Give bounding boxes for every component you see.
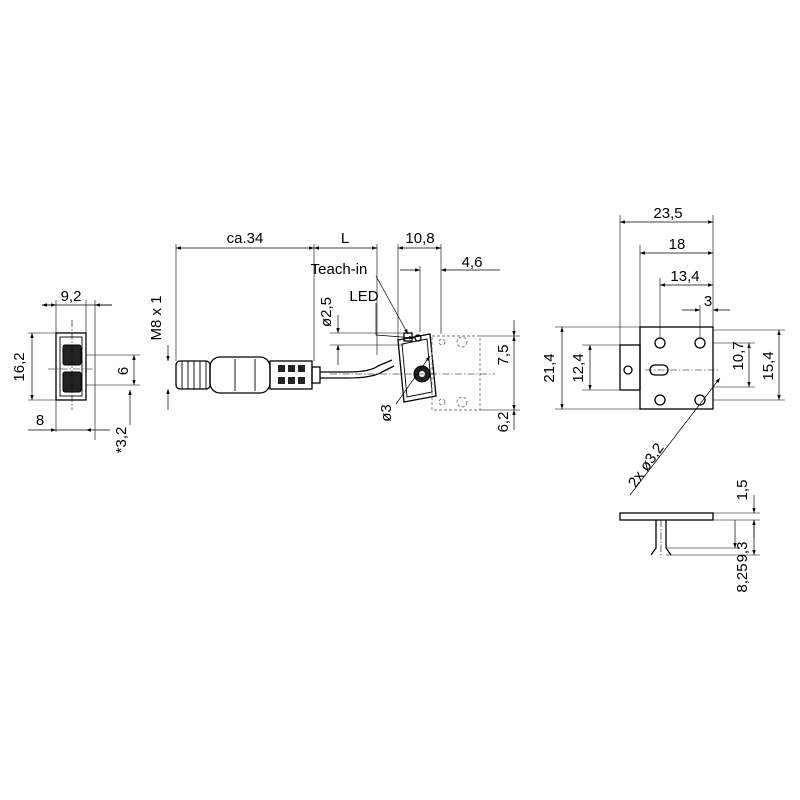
dim-thickness: 1,5 [734, 480, 751, 501]
cable [320, 359, 393, 373]
dim-side-height-upper: 7,5 [495, 345, 512, 366]
dim-bracket-width: 23,5 [653, 205, 682, 222]
led-indicator [414, 334, 422, 342]
dim-bracket-holes: 2x ø3,2 [625, 440, 668, 491]
bracket-plate [639, 326, 714, 410]
dim-pin-offset: 8,25 [734, 563, 751, 592]
dim-bracket-inner: 13,4 [670, 268, 699, 285]
dim-cable-length: ca.34 [227, 230, 264, 247]
dim-front-height: 16,2 [11, 352, 28, 381]
dim-bracket-mid: 12,4 [570, 353, 587, 382]
dim-side-height-lower: 6,2 [495, 412, 512, 433]
sensor-side-stub [619, 344, 641, 391]
dim-sensor-length: L [341, 230, 349, 247]
dim-led-diameter: ø2,5 [318, 297, 335, 327]
dim-bracket-total-vert: 15,4 [760, 351, 777, 380]
dim-thread: M8 x 1 [148, 295, 165, 340]
dim-bracket-hole-vert: 10,7 [730, 341, 747, 370]
front-body-inner [59, 336, 83, 397]
bracket-hole-bl [654, 394, 666, 406]
bracket-hole-tl [654, 337, 666, 349]
dim-body-width: 10,8 [405, 230, 434, 247]
front-body-outline [55, 332, 87, 401]
dim-lens-offset: 4,6 [462, 254, 483, 271]
hidden-bracket [431, 335, 481, 411]
dim-lens-diameter: ø3 [378, 404, 395, 422]
callout-led: LED [349, 288, 378, 305]
bracket-hole-tr [694, 337, 706, 349]
pin-left [650, 520, 657, 556]
dim-bracket-height: 21,4 [541, 353, 558, 382]
front-view [28, 300, 140, 440]
sensor-housing [397, 333, 437, 403]
dim-front-depth: 8 [36, 412, 44, 429]
m8-connector [175, 356, 321, 394]
bracket-hole-br [694, 394, 706, 406]
connector-body [209, 356, 271, 394]
dim-pin-length: 9,3 [734, 542, 751, 563]
bracket-view [555, 215, 785, 496]
bracket-plate-side [619, 512, 714, 521]
sensor-body [397, 332, 437, 403]
dim-front-lens-pitch: 6 [115, 367, 132, 375]
dim-front-offset: *3,2 [113, 427, 130, 454]
side-view [166, 244, 520, 430]
pin-side-view [619, 495, 760, 558]
callout-teach-in: Teach-in [311, 261, 368, 278]
dim-bracket-hole-edge: 3 [704, 293, 712, 310]
dim-front-width: 9,2 [61, 288, 82, 305]
dim-bracket-hole-span: 18 [669, 236, 686, 253]
pin-right [665, 520, 672, 556]
connector-nut [175, 360, 211, 390]
